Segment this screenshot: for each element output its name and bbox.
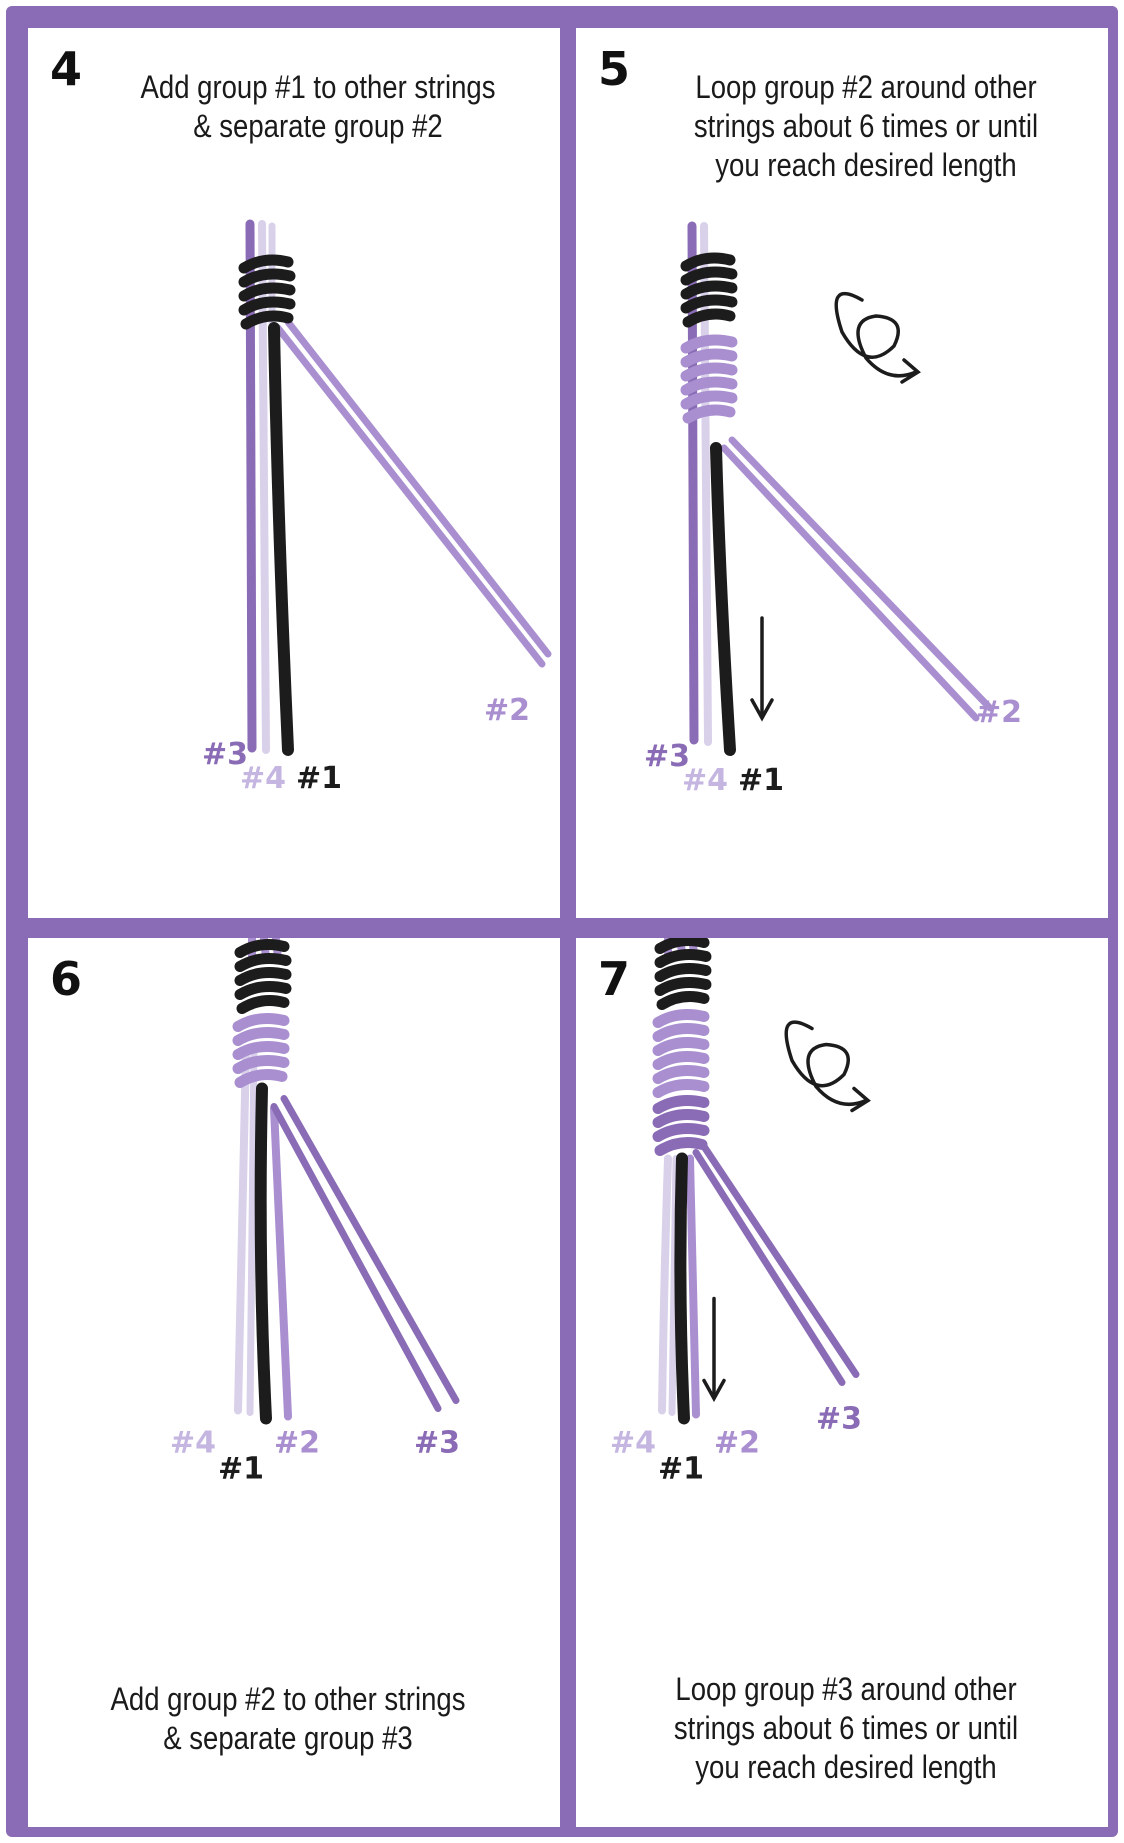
string-group-4 — [234, 1046, 250, 1415]
purple-wraps-dark — [652, 1095, 710, 1156]
caption-line: Loop group #2 around other — [695, 69, 1037, 105]
step-number: 6 — [50, 952, 83, 1006]
label-group-1: #1 — [738, 763, 784, 798]
step-5-panel: 5 Loop group #2 around other strings abo… — [576, 28, 1108, 918]
spiral-arrow-icon — [834, 292, 921, 384]
string-group-1 — [710, 442, 736, 756]
step-number: 4 — [50, 42, 83, 96]
purple-wraps — [680, 334, 738, 424]
step-4-panel: 4 Add group #1 to other strings & separa… — [28, 28, 560, 918]
caption-line: Loop group #3 around other — [675, 1671, 1017, 1707]
caption-line: Add group #1 to other strings — [140, 69, 496, 105]
string-group-1 — [674, 1152, 690, 1425]
label-group-1: #1 — [218, 1452, 264, 1487]
string-group-2 — [274, 324, 546, 668]
label-group-3: #3 — [816, 1402, 862, 1437]
label-group-2: #2 — [976, 695, 1022, 730]
label-group-2: #2 — [484, 693, 530, 728]
bracelet-strings-illustration: #4 #1 #2 #3 — [170, 938, 460, 1487]
step-caption: Loop group #3 around other strings about… — [648, 1670, 1044, 1787]
string-group-1 — [268, 322, 294, 756]
step-caption: Add group #2 to other strings & separate… — [82, 1680, 495, 1758]
label-group-3: #3 — [644, 739, 690, 774]
purple-wraps — [232, 1013, 290, 1088]
label-group-3: #3 — [414, 1426, 460, 1461]
bracelet-strings-illustration: #3 #4 #1 #2 — [202, 219, 552, 796]
down-arrow-icon — [702, 1296, 726, 1403]
label-group-4: #4 — [240, 761, 286, 796]
string-group-2 — [720, 444, 980, 722]
string-group-3 — [270, 1103, 442, 1412]
string-group-4b — [246, 1047, 258, 1416]
string-group-3 — [687, 221, 699, 745]
black-wraps — [238, 254, 296, 330]
black-wraps — [680, 252, 738, 328]
label-group-4: #4 — [682, 763, 728, 798]
label-group-4: #4 — [170, 1426, 216, 1461]
spiral-arrow-icon — [784, 1020, 871, 1113]
caption-line: & separate group #3 — [163, 1720, 413, 1756]
string-group-1 — [254, 1082, 272, 1425]
step-caption: Add group #1 to other strings & separate… — [129, 68, 507, 146]
step-7-panel: 7 — [576, 938, 1108, 1827]
string-group-2 — [270, 1104, 292, 1421]
black-wraps — [234, 939, 292, 1014]
string-group-3b — [280, 1095, 460, 1404]
label-group-2: #2 — [274, 1426, 320, 1461]
step-caption: Loop group #2 around other strings about… — [677, 68, 1055, 185]
label-group-4: #4 — [610, 1426, 656, 1461]
label-group-1: #1 — [658, 1452, 704, 1487]
caption-line: & separate group #2 — [193, 108, 443, 144]
caption-line: strings about 6 times or until — [693, 108, 1039, 144]
caption-line: Add group #2 to other strings — [110, 1681, 466, 1717]
string-group-2b — [728, 436, 994, 712]
caption-line: strings about 6 times or until — [673, 1710, 1019, 1746]
label-group-2: #2 — [714, 1426, 760, 1461]
string-group-2 — [686, 1154, 700, 1419]
label-group-1: #1 — [296, 761, 342, 796]
string-group-2b — [284, 318, 552, 658]
caption-line: you reach desired length — [715, 147, 1017, 183]
string-group-3b — [700, 1143, 860, 1378]
black-wraps — [654, 938, 712, 1010]
instruction-sheet: 4 Add group #1 to other strings & separa… — [6, 6, 1118, 1837]
down-arrow-icon — [750, 616, 774, 722]
bracelet-strings-illustration: #4 #1 #2 #3 — [610, 938, 871, 1487]
purple-wraps — [652, 1009, 710, 1098]
string-group-4 — [658, 1154, 672, 1415]
caption-line: you reach desired length — [695, 1749, 997, 1785]
step-number: 7 — [598, 952, 631, 1006]
step-6-panel: 6 — [28, 938, 560, 1827]
label-group-3: #3 — [202, 737, 248, 772]
step-number: 5 — [598, 42, 631, 96]
bracelet-strings-illustration: #3 #4 #1 #2 — [644, 221, 1022, 798]
string-group-3 — [692, 1149, 846, 1386]
